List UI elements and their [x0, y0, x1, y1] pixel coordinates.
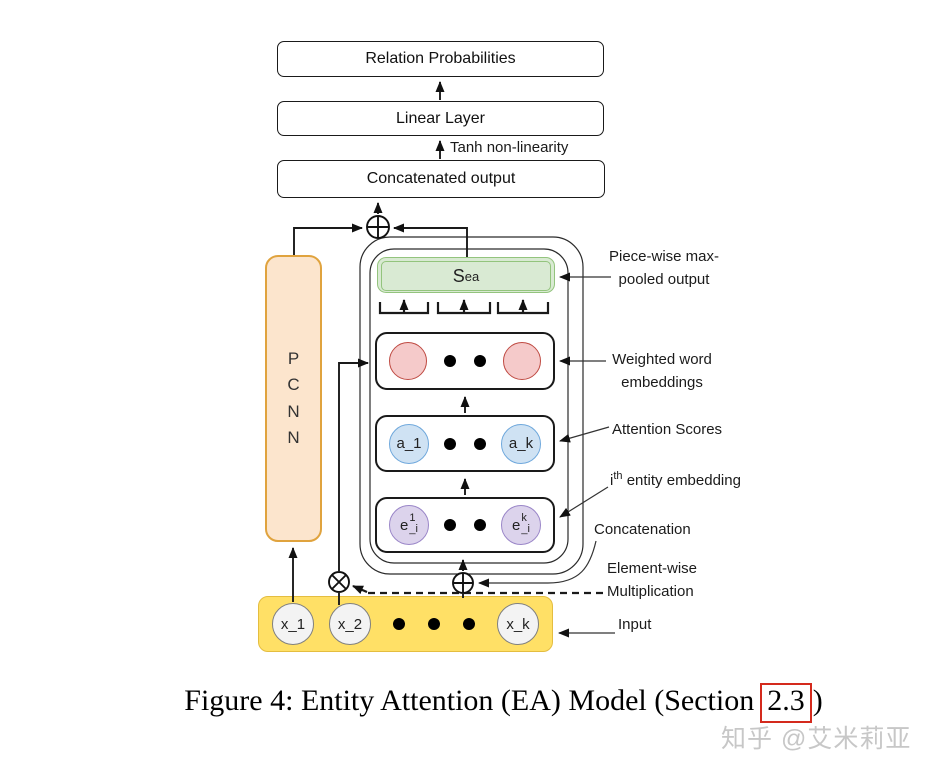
linear-layer-box: Linear Layer: [277, 101, 604, 136]
line-otimes-to-weighted: [338, 358, 369, 571]
pcnn-letter: N: [287, 401, 300, 421]
line-pcnn-to-oplus: [293, 223, 363, 255]
caption-suffix: ): [812, 684, 823, 717]
input-token-circle: x_k: [497, 603, 539, 645]
line-sea-to-oplus: [393, 223, 468, 257]
linear-layer-label: Linear Layer: [396, 109, 485, 127]
pcnn-letter: P: [287, 348, 300, 368]
annotation-piecewise: Piece-wise max-pooled output: [608, 248, 720, 288]
attention-score-circle: a_1: [389, 423, 429, 464]
input-token-circle: x_2: [329, 603, 371, 645]
figure-caption: Figure 4: Entity Attention (EA) Model (S…: [0, 683, 949, 723]
weighted-embedding-circle: [389, 342, 427, 380]
annotation-input: Input: [618, 616, 652, 633]
input-token-circle: x_1: [272, 603, 314, 645]
zhihu-watermark: 知乎 @艾米莉亚: [721, 725, 912, 753]
pcnn-box: P C N N: [265, 255, 322, 542]
relation-probabilities-label: Relation Probabilities: [365, 50, 516, 67]
pooling-brackets: [378, 299, 550, 315]
ellipsis-dots: [444, 519, 486, 531]
concat-operator-icon: [366, 215, 390, 239]
ellipsis-dots: [371, 618, 497, 630]
ellipsis-dots: [444, 355, 486, 367]
concatenated-output-label: Concatenated output: [366, 170, 516, 187]
pcnn-letter: C: [287, 375, 300, 395]
section-ref: 2.3: [767, 684, 805, 717]
pointer-entity: [559, 486, 609, 518]
annotation-entity: ith entity embedding: [610, 470, 741, 489]
annotation-concatenation: Concatenation: [594, 521, 691, 538]
caption-text: Figure 4: Entity Attention (EA) Model (S…: [184, 684, 755, 717]
weighted-embeddings-box: [375, 332, 555, 390]
relation-probabilities-box: Relation Probabilities: [277, 41, 604, 77]
ellipsis-dots: [444, 437, 486, 450]
tanh-annotation: Tanh non-linearity: [450, 139, 569, 156]
multiply-operator-icon: [328, 571, 350, 593]
attention-scores-box: a_1 a_k: [375, 415, 555, 472]
concat-operator2-icon: [452, 572, 474, 594]
attention-score-circle: a_k: [501, 423, 541, 464]
concatenated-output-box: Concatenated output: [277, 160, 605, 198]
weighted-embedding-circle: [503, 342, 541, 380]
input-tokens-bar: x_1 x_2 x_k: [258, 596, 553, 652]
annotation-attention: Attention Scores: [612, 421, 723, 438]
pcnn-letter: N: [287, 427, 300, 447]
section-link-box: 2.3: [760, 683, 812, 723]
pointer-attention: [559, 426, 610, 443]
annotation-elementwise: Element-wise Multiplication: [607, 560, 698, 600]
pointer-elementwise-head: [352, 584, 368, 595]
annotation-weighted: Weighted word embeddings: [612, 351, 712, 391]
